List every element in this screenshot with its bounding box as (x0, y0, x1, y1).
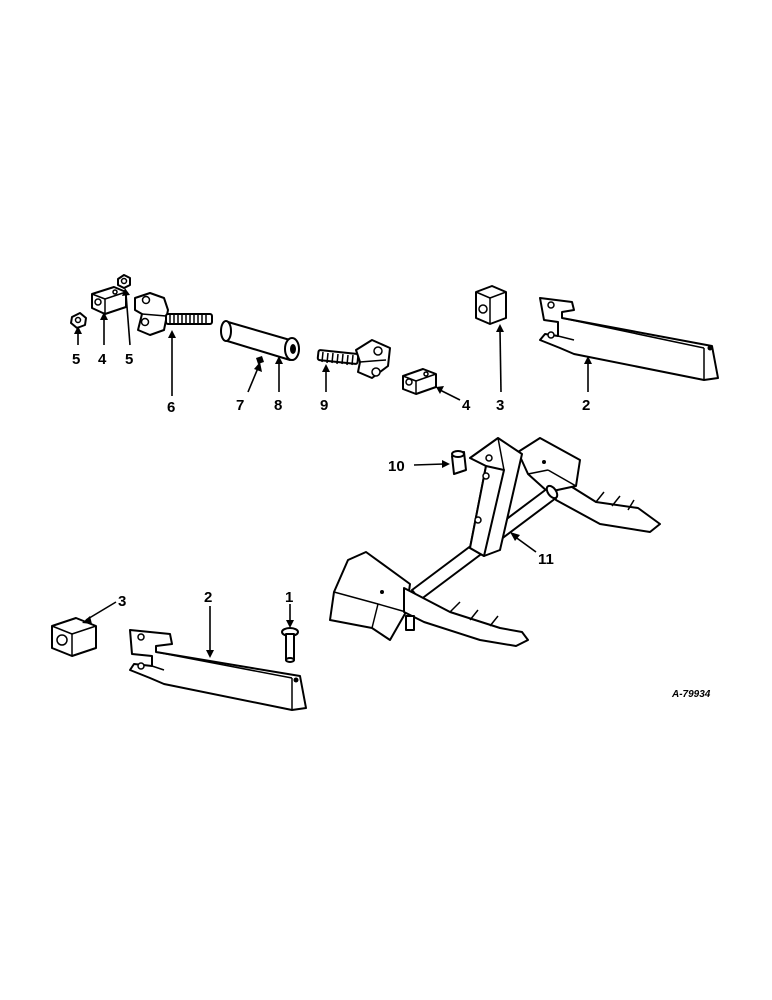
clevis-rod-part-6 (134, 292, 213, 336)
callout-4-left: 4 (98, 351, 107, 368)
fitting-part-7 (256, 356, 264, 364)
block-part-4-left (91, 286, 127, 315)
leader-lines (74, 288, 592, 658)
tube-part-8 (220, 320, 300, 361)
callout-11: 11 (538, 551, 554, 568)
nut-part-5-right (117, 274, 131, 289)
callout-8: 8 (274, 397, 282, 414)
block-part-3-bottom (51, 617, 97, 657)
callout-7: 7 (236, 397, 244, 414)
frame-assembly-part-11 (329, 437, 661, 647)
callout-2-top: 2 (582, 397, 590, 414)
block-part-3-top (475, 285, 507, 325)
callout-4-right: 4 (462, 397, 471, 414)
nut-part-5-left (70, 312, 87, 329)
callout-3-bottom: 3 (118, 593, 126, 610)
bushing-part-10 (451, 450, 467, 475)
callout-6: 6 (167, 399, 175, 416)
callout-5-left: 5 (72, 351, 80, 368)
callout-10: 10 (388, 458, 405, 475)
block-part-4-right (402, 368, 437, 395)
rod-end-part-9 (316, 339, 391, 379)
callout-1: 1 (285, 589, 293, 606)
callout-3-top: 3 (496, 397, 504, 414)
pin-part-1 (281, 627, 299, 663)
callout-9: 9 (320, 397, 328, 414)
callout-5-right: 5 (125, 351, 133, 368)
arm-part-2-top (539, 297, 719, 381)
callout-2-bottom: 2 (204, 589, 212, 606)
drawing-code: A-79934 (671, 689, 711, 700)
arm-part-2-bottom (129, 629, 307, 711)
